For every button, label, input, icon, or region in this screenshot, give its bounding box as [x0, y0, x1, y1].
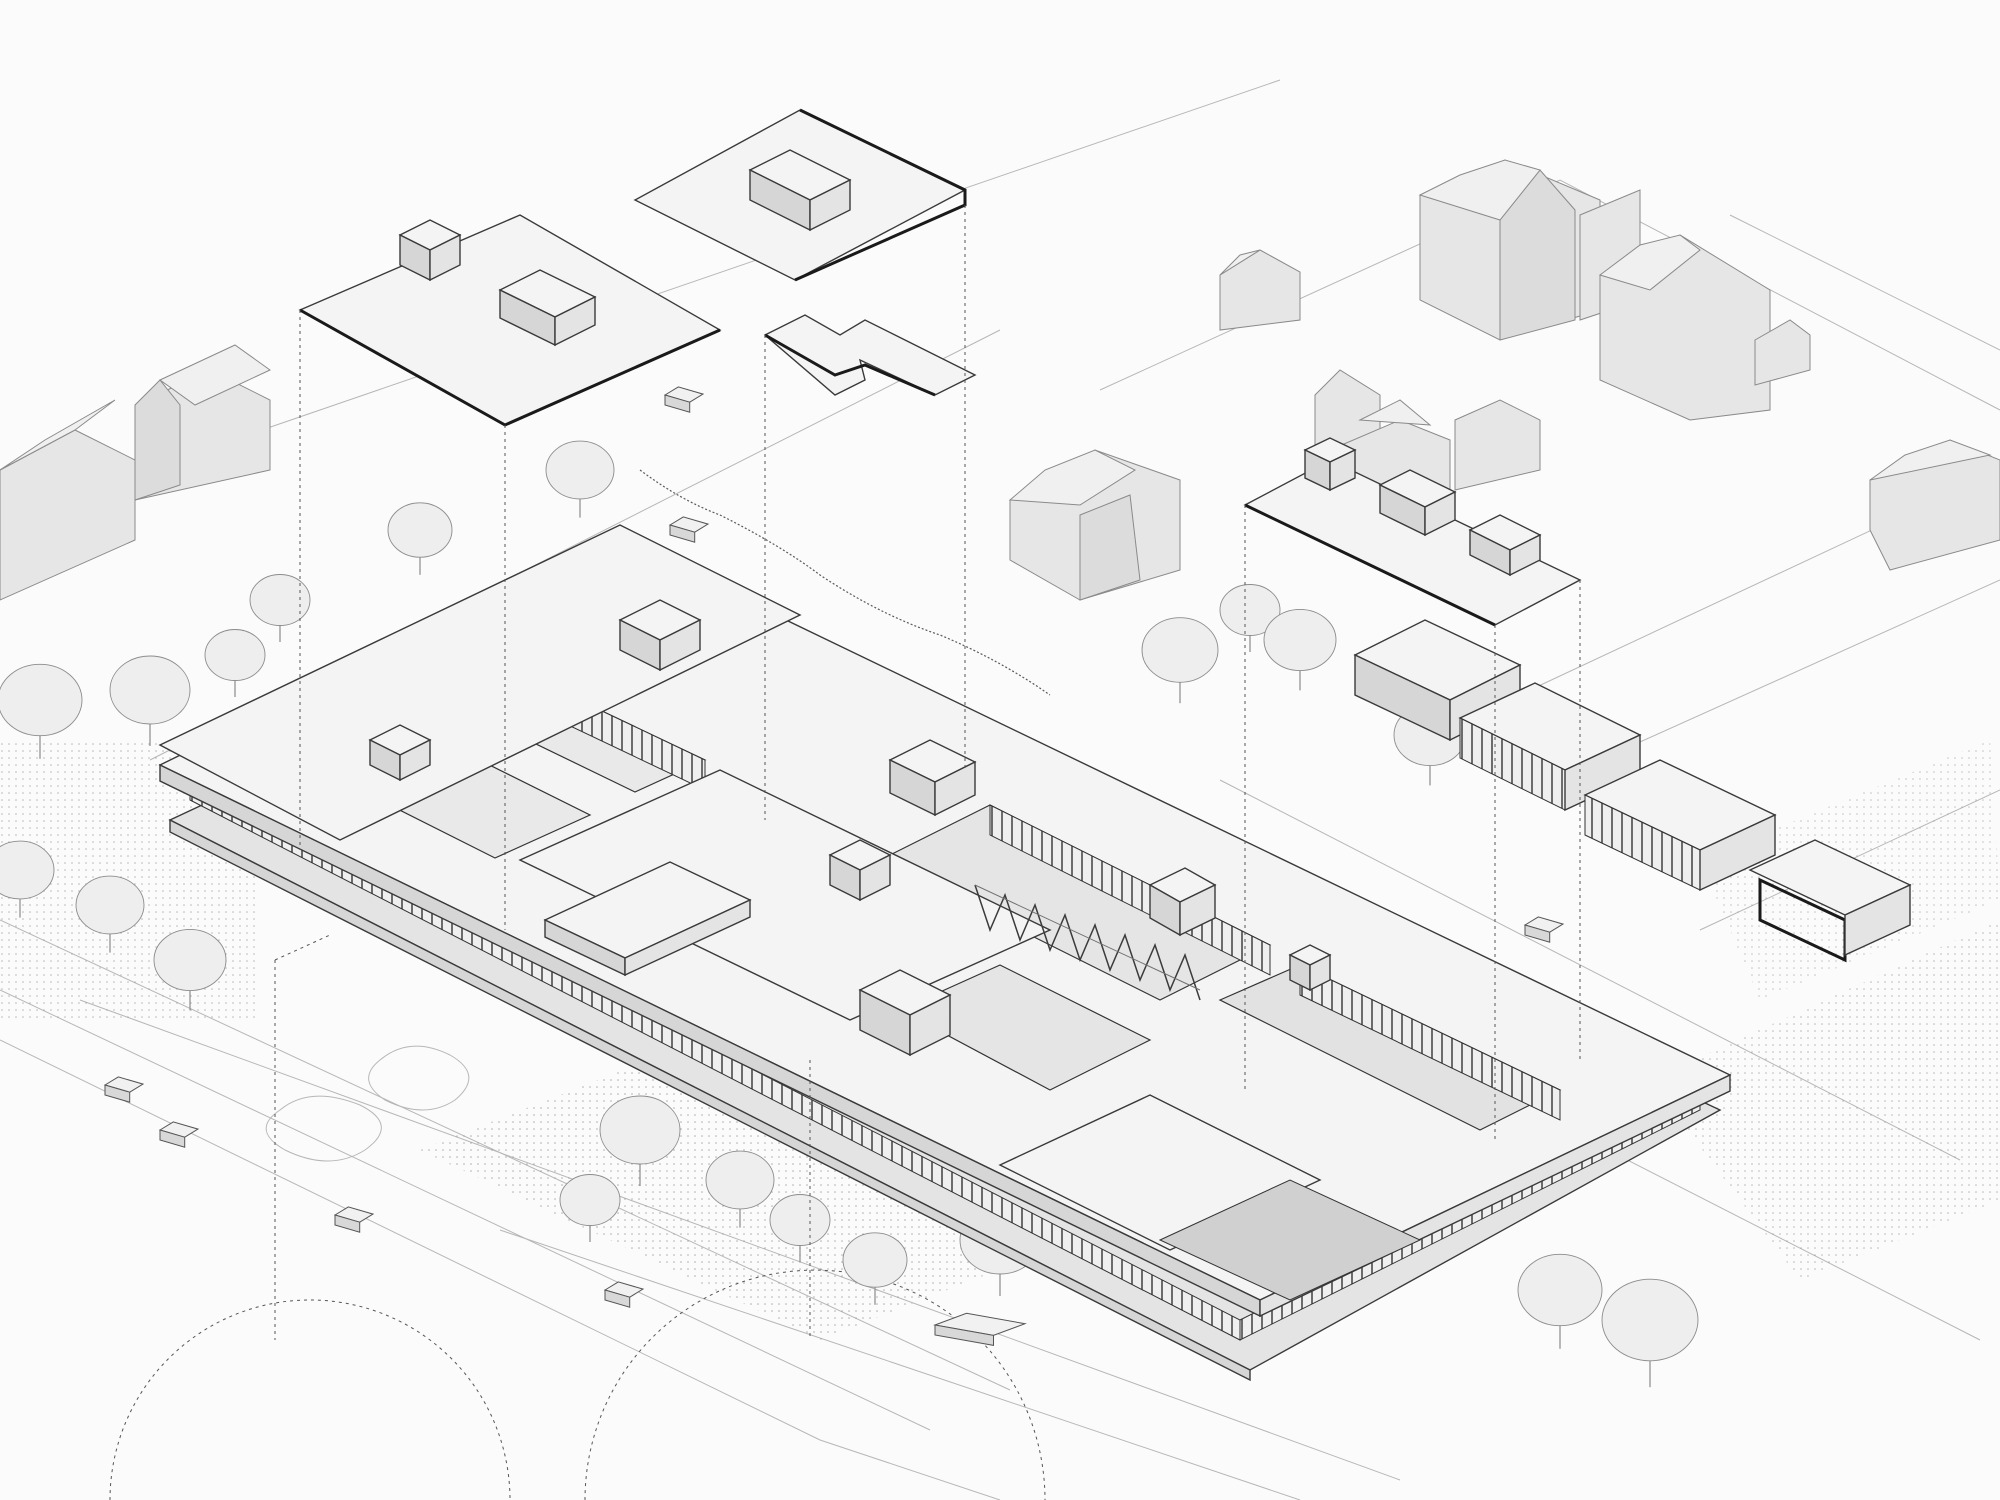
house-4	[1418, 159, 1641, 341]
road-edge-9	[1599, 579, 2000, 761]
house-7	[1008, 449, 1181, 601]
tree-5	[387, 502, 453, 575]
car-7	[668, 516, 710, 543]
tree-11	[599, 1095, 681, 1186]
tree-14	[769, 1194, 831, 1262]
raised-roof-a	[158, 524, 802, 841]
house-1	[0, 399, 136, 601]
slab-2-box	[748, 149, 852, 232]
tree-19	[1263, 608, 1337, 691]
slab-1-box-b	[498, 269, 597, 347]
vehicles	[103, 386, 1565, 1346]
tree-15	[842, 1232, 908, 1305]
pavilion-3	[1583, 759, 1777, 892]
tree-10	[75, 875, 145, 953]
base-plinth-front	[169, 818, 1251, 1382]
car-1	[103, 1076, 145, 1103]
box-3	[888, 739, 977, 817]
tree-8	[153, 928, 227, 1011]
car-8	[1523, 916, 1565, 943]
car-4	[603, 1281, 645, 1308]
floating-slab-1	[298, 214, 722, 427]
neighbouring-houses	[0, 159, 2000, 601]
plaza-dots-3	[1650, 920, 2000, 1280]
box-2	[368, 724, 432, 782]
tree-18	[1219, 584, 1281, 652]
box-4	[1148, 867, 1217, 937]
car-3	[333, 1206, 375, 1233]
road-edge-14	[1729, 214, 2000, 351]
box-1	[618, 599, 702, 672]
tree-12	[559, 1174, 621, 1242]
house-5	[1598, 234, 1771, 421]
house-8	[1869, 439, 2000, 571]
road-edge-2	[0, 989, 931, 1431]
tree-9	[0, 840, 55, 918]
exploded-roofs	[298, 108, 1582, 627]
main-building	[158, 524, 1732, 1382]
house-10	[1754, 319, 1811, 386]
slab-4-box-c	[1468, 514, 1542, 577]
road-edge-5	[499, 1229, 1301, 1500]
rooftop-boxes	[368, 599, 1332, 1057]
courtyard-4	[898, 964, 1152, 1091]
tree-21	[1517, 1253, 1603, 1349]
side-pavilions	[1353, 619, 1912, 963]
car-6	[663, 386, 705, 413]
floating-slab-2	[633, 108, 967, 282]
trees	[0, 440, 1699, 1388]
slab-4-box-b	[1378, 469, 1457, 537]
slab-1-box-a	[398, 219, 462, 282]
road-edge-3	[0, 1039, 1001, 1500]
box-7	[828, 839, 892, 902]
pavilion-1	[1353, 619, 1522, 742]
circle-marker-left	[109, 1299, 511, 1500]
box-6	[1288, 944, 1332, 992]
tree-22	[1601, 1278, 1699, 1388]
bus-5	[933, 1312, 1027, 1346]
roundabout-1	[368, 1045, 470, 1111]
roof-terrace-slats	[1158, 1179, 1422, 1301]
site-circles	[109, 1269, 1046, 1500]
box-5	[858, 969, 952, 1057]
car-2	[158, 1121, 200, 1148]
roundabout-2	[265, 1095, 382, 1162]
tree-3	[204, 629, 266, 697]
sawtooth-skylights	[974, 884, 1201, 1001]
tree-2	[109, 655, 191, 746]
pavilion-4	[1748, 839, 1912, 963]
raised-roof-b	[518, 769, 1052, 1021]
circle-marker-right	[584, 1269, 1046, 1500]
raised-roof-d-side	[624, 898, 751, 977]
tree-4	[249, 574, 311, 642]
tree-17	[1141, 617, 1219, 704]
hedge-row	[639, 469, 1051, 696]
projection-lines	[274, 205, 1581, 1340]
tree-1	[0, 663, 83, 759]
floating-slab-4	[1243, 437, 1582, 627]
floating-slab-3	[763, 314, 977, 397]
tree-6	[545, 440, 615, 518]
house-11	[1454, 399, 1541, 491]
tree-13	[705, 1150, 775, 1228]
slab-4-box-a	[1303, 437, 1357, 492]
house-2	[134, 344, 271, 501]
house-3	[1219, 249, 1301, 331]
